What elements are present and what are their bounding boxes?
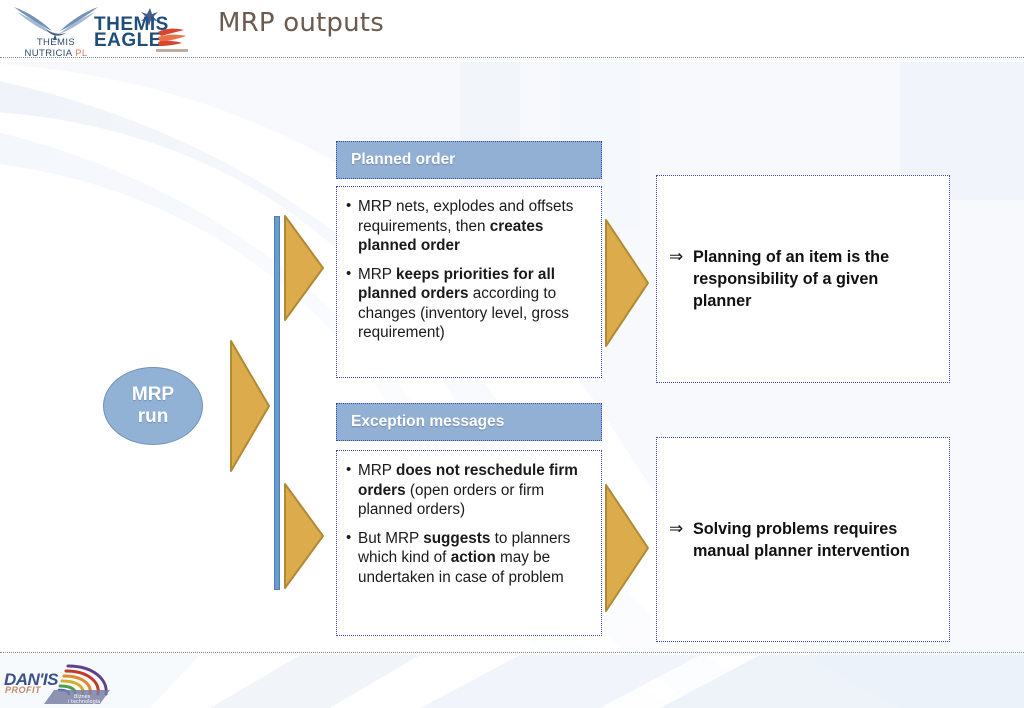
header-divider bbox=[0, 57, 1024, 58]
bullet-text-part: But MRP bbox=[358, 529, 424, 547]
result-box-manual-intervention: ⇒ Solving problems requires manual plann… bbox=[656, 437, 950, 642]
bullet-text-part: does not reschedule firm orders bbox=[358, 462, 578, 499]
bullet-text-part: MRP nets, explodes and offsets requireme… bbox=[358, 198, 574, 235]
mrp-run-line1: MRP bbox=[131, 384, 175, 405]
bullet-icon: • bbox=[346, 264, 352, 282]
themis-nutricia-pl-logo: THEMIS NUTRICIA PL bbox=[8, 4, 104, 60]
list-item: • MRP does not reschedule firm orders (o… bbox=[345, 461, 591, 520]
page-title: MRP outputs bbox=[218, 8, 384, 38]
themis-nutricia-wordmark: THEMIS NUTRICIA PL bbox=[8, 37, 104, 59]
danis-swoosh-icon: Biznes i technologia bbox=[44, 664, 110, 705]
result-box-planning-responsibility: ⇒ Planning of an item is the responsibil… bbox=[656, 175, 950, 383]
arrow-split-to-planned-order bbox=[283, 214, 325, 322]
list-item: • But MRP suggests to planners which kin… bbox=[345, 529, 591, 588]
danis-wordmark: DAN'IS bbox=[4, 670, 58, 689]
list-item: • MRP nets, explodes and offsets require… bbox=[345, 197, 591, 256]
result-text: Solving problems requires manual planner… bbox=[693, 519, 910, 560]
bullet-icon: • bbox=[346, 197, 352, 214]
bullet-icon: • bbox=[346, 461, 352, 478]
themis-eagle-logo: THEMIS EAGLE bbox=[92, 8, 192, 56]
arrow-planned-order-to-result bbox=[604, 218, 650, 348]
bullet-icon: • bbox=[346, 528, 352, 546]
implies-icon: ⇒ bbox=[669, 518, 684, 538]
themis-nutricia-line1: THEMIS bbox=[36, 37, 76, 48]
list-item: • MRP keeps priorities for all planned o… bbox=[345, 265, 591, 343]
eagle-flame-icon bbox=[141, 8, 188, 52]
svg-text:Biznes: Biznes bbox=[74, 694, 91, 700]
panel-header-planned-order: Planned order bbox=[336, 141, 602, 179]
bullet-text-part: action bbox=[450, 549, 496, 566]
arrow-exception-messages-to-result bbox=[604, 483, 650, 613]
bullet-text-part: keeps priorities for all planned orders bbox=[358, 265, 555, 303]
bullet-text-part: according to changes (inventory level, g… bbox=[358, 285, 569, 341]
slide-header: THEMIS NUTRICIA PL THEMIS EAGLE MRP outp… bbox=[0, 0, 1024, 60]
bullet-text-part: MRP bbox=[358, 462, 396, 479]
mrp-run-line2: run bbox=[137, 406, 169, 427]
bullet-text-part: may be undertaken in case of problem bbox=[358, 549, 564, 586]
panel-body-exception-messages: • MRP does not reschedule firm orders (o… bbox=[336, 450, 602, 636]
bullet-text-part: (open orders or firm planned orders) bbox=[358, 481, 545, 519]
bullet-list-exception-messages: • MRP does not reschedule firm orders (o… bbox=[345, 461, 591, 587]
themis-nutricia-line2: NUTRICIA bbox=[24, 48, 73, 59]
arrow-mrp-to-split bbox=[229, 339, 271, 473]
bullet-text-part: suggests bbox=[423, 529, 491, 547]
result-content: ⇒ Solving problems requires manual plann… bbox=[657, 518, 949, 562]
result-text: Planning of an item is the responsibilit… bbox=[693, 248, 890, 310]
svg-text:i technologia: i technologia bbox=[68, 699, 100, 705]
panel-header-label: Planned order bbox=[351, 151, 456, 168]
bullet-list-planned-order: • MRP nets, explodes and offsets require… bbox=[345, 197, 591, 343]
themis-nutricia-suffix: PL bbox=[75, 48, 88, 59]
danis-logo: Biznes i technologia DAN'IS PROFIT bbox=[2, 660, 162, 706]
implies-icon: ⇒ bbox=[669, 247, 684, 266]
vertical-split-bar bbox=[274, 216, 280, 590]
panel-header-label: Exception messages bbox=[351, 413, 505, 430]
eagle-wing-icon bbox=[14, 7, 98, 40]
footer-divider bbox=[0, 652, 1024, 653]
danis-subtext: PROFIT bbox=[5, 685, 41, 695]
arrow-split-to-exception-messages bbox=[283, 482, 325, 590]
bullet-text-part: creates planned order bbox=[358, 217, 544, 255]
bullet-text-part: MRP bbox=[358, 265, 396, 283]
result-content: ⇒ Planning of an item is the responsibil… bbox=[657, 246, 949, 312]
themis-eagle-line2: EAGLE bbox=[94, 30, 162, 51]
bullet-text-part: to planners which kind of bbox=[358, 529, 571, 567]
panel-header-exception-messages: Exception messages bbox=[336, 403, 602, 441]
mrp-run-node: MRP run bbox=[103, 367, 203, 445]
panel-body-planned-order: • MRP nets, explodes and offsets require… bbox=[336, 186, 602, 378]
